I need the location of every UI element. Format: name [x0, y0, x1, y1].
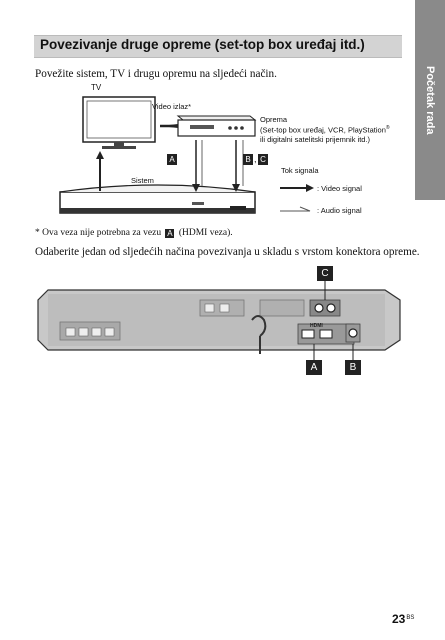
tv-label: TV	[91, 83, 102, 92]
connection-diagram	[59, 96, 314, 214]
side-tab: Početak rada	[415, 0, 445, 200]
footnote-prefix: * Ova veza nije potrebna za vezu	[35, 228, 162, 238]
page-suffix: BS	[406, 615, 415, 621]
signal-flow-label: Tok signala	[281, 166, 319, 175]
rear-panel-diagram	[37, 278, 401, 360]
video-signal-label: : Video signal	[317, 184, 362, 193]
system-label: Sistem	[131, 176, 154, 185]
tv-illustration	[82, 96, 156, 149]
audio-signal-label: : Audio signal	[317, 206, 362, 215]
callout-b: B	[345, 360, 361, 375]
page-number-value: 23	[392, 612, 406, 626]
signal-legend	[280, 184, 314, 212]
section-heading: Povezivanje druge opreme (set-top box ur…	[34, 35, 402, 58]
system-illustration	[59, 184, 256, 214]
callout-lines	[313, 278, 354, 360]
callout-a: A	[306, 360, 322, 375]
badge-b: B	[243, 154, 253, 165]
callout-c: C	[317, 266, 333, 281]
footnote-badge: A	[165, 229, 175, 238]
badge-c: C	[258, 154, 268, 165]
equipment-detail-1: (Set-top box uređaj, VCR, PlayStation®	[260, 125, 390, 135]
equipment-illustration	[176, 115, 257, 137]
video-out-label: Video izlaz*	[152, 102, 192, 111]
signal-arrows	[96, 140, 244, 192]
badge-a: A	[167, 154, 177, 165]
page-number: 23BS	[392, 612, 414, 626]
connection-instruction: Odaberite jedan od sljedećih načina pove…	[35, 246, 420, 258]
video-out-arrow	[160, 124, 178, 128]
intro-text: Povežite sistem, TV i drugu opremu na sl…	[35, 68, 277, 80]
hdmi-panel-label: HDMI	[310, 323, 323, 329]
equipment-label: Oprema	[260, 115, 288, 124]
footnote-suffix: (HDMI veza).	[178, 228, 233, 238]
side-tab-label: Početak rada	[424, 65, 436, 135]
equipment-detail-2: ili digitalni satelitski prijemnik itd.)	[260, 135, 371, 144]
badge-separator: ,	[254, 154, 257, 164]
section-title: Povezivanje druge opreme (set-top box ur…	[40, 37, 365, 52]
rear-panel	[37, 289, 401, 354]
footnote: * Ova veza nije potrebna za vezu A (HDMI…	[35, 228, 233, 238]
